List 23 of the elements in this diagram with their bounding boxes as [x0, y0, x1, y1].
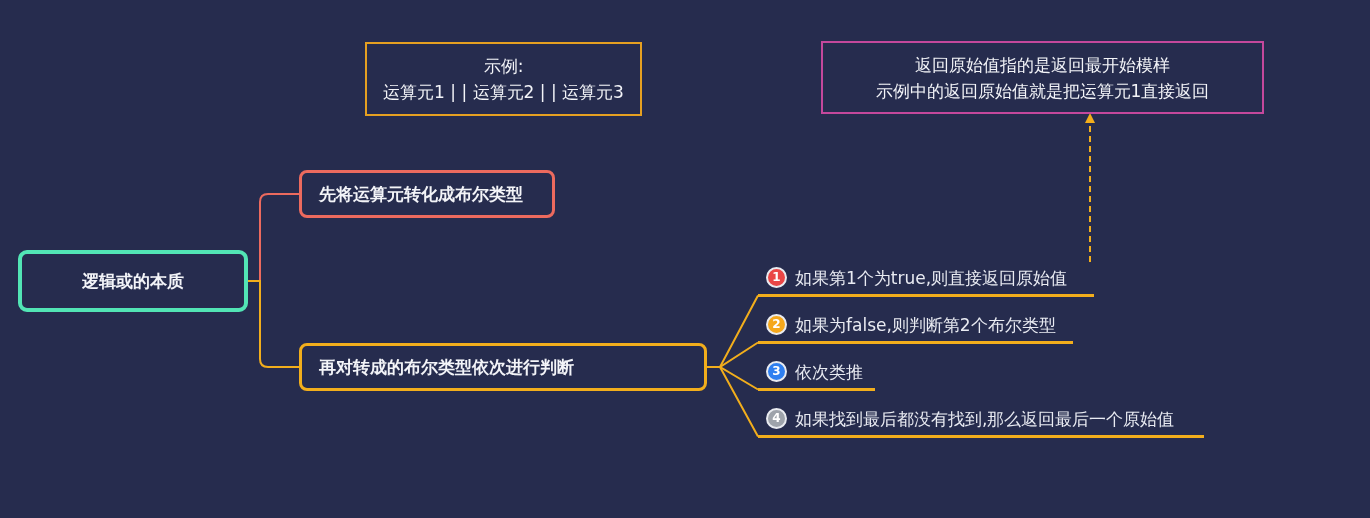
connector-line [247, 280, 300, 368]
item-label: 如果为false,则判断第2个布尔类型 [795, 313, 1056, 337]
note-box [365, 42, 642, 116]
note-text: 示例: [483, 55, 524, 78]
topic-label: 逻辑或的本质 [82, 269, 184, 293]
item-label: 依次类推 [795, 360, 863, 384]
number-badge: 4 [766, 408, 787, 429]
note-text: 示例中的返回原始值就是把运算元1直接返回 [875, 79, 1210, 103]
topic-box [299, 343, 707, 391]
item-label: 如果找到最后都没有找到,那么返回最后一个原始值 [795, 407, 1175, 431]
note-text: 运算元1 | | 运算元2 | | 运算元3 [383, 81, 624, 104]
dashed-arrow [1085, 113, 1095, 263]
number-badge: 2 [766, 314, 787, 335]
number-badge: 1 [766, 267, 787, 288]
topic-label: 再对转成的布尔类型依次进行判断 [319, 355, 574, 379]
number-badge: 3 [766, 361, 787, 382]
item-label: 如果第1个为true,则直接返回原始值 [795, 266, 1068, 290]
topic-label: 先将运算元转化成布尔类型 [319, 182, 523, 206]
note-box [821, 41, 1264, 114]
connector-line [706, 366, 759, 438]
note-text: 返回原始值指的是返回最开始模样 [915, 53, 1170, 77]
topic-box [299, 170, 555, 218]
root-topic-box [18, 250, 248, 312]
